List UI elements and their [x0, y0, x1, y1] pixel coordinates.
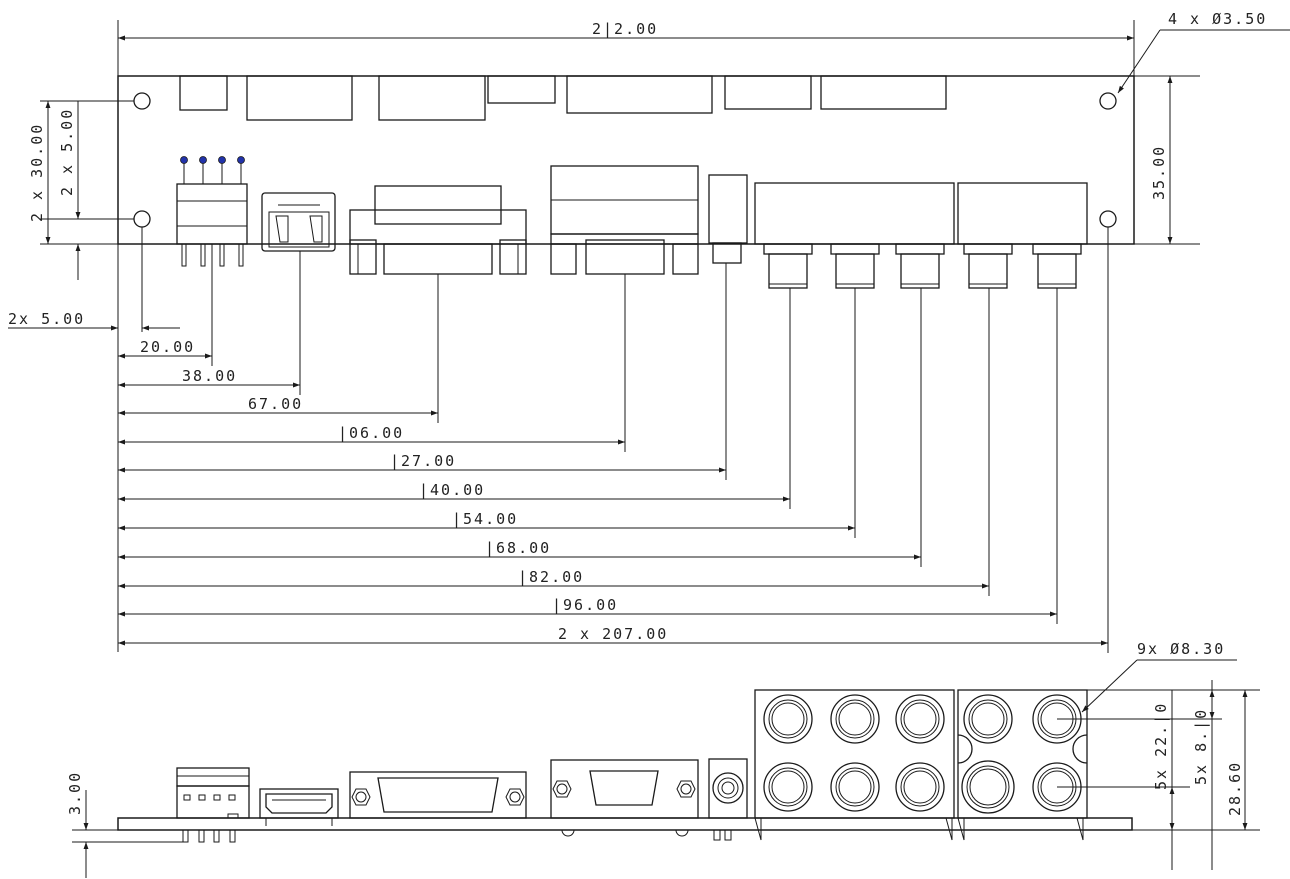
dim-pos-106: |06.00 [338, 424, 404, 442]
pin-header-front [176, 767, 250, 843]
rca-jack-front-1 [763, 694, 813, 744]
dim-pos-168: |68.00 [485, 539, 551, 557]
dim-rca-row-lower: 5x 22.|0 [1152, 702, 1170, 790]
mount-hole-top-left [133, 92, 151, 110]
rca-jack-front-8 [895, 762, 945, 812]
chain-dim-pos-182: |82.00 [118, 288, 990, 596]
db25-connector-top [349, 185, 527, 275]
front-dimension-lines: 9x Ø8.30 28.60 5x 8.|0 5x 22.|0 3.00 [66, 640, 1260, 878]
header-pin-tip-2 [199, 156, 207, 164]
dim-pos-207: 2 x 207.00 [558, 625, 668, 643]
pin-header-top [176, 156, 248, 267]
rca-jack-top-3 [895, 243, 945, 289]
rca-block-left-top [754, 182, 955, 245]
chain-dim-pos-196: |96.00 [118, 288, 1058, 624]
rca-block-left-front [754, 689, 955, 841]
header-pin-tip-4 [237, 156, 245, 164]
chain-dim-pos-127: |27.00 [118, 263, 727, 480]
rca-jack-front-7 [830, 762, 880, 812]
chain-dim-pos-207: 2 x 207.00 [118, 227, 1109, 653]
chain-dim-pos-168: |68.00 [118, 288, 922, 567]
header-pin-tip-3 [218, 156, 226, 164]
mount-hole-bottom-left [133, 210, 151, 228]
dim-rca-row-upper: 5x 8.|0 [1192, 708, 1210, 785]
top-edge-components [179, 75, 947, 121]
top-view [117, 75, 1135, 289]
header-pin-leg-2 [200, 243, 206, 267]
chain-dim-pos-67: 67.00 [118, 274, 439, 423]
rca-jack-top-2 [830, 243, 880, 289]
dim-pos-182: |82.00 [518, 568, 584, 586]
db9-connector-front [550, 759, 699, 837]
dim-pos-154: |54.00 [452, 510, 518, 528]
chain-dim-pos-140: |40.00 [118, 288, 791, 509]
rca-block-right-front [957, 689, 1088, 841]
chain-dim-pos-154: |54.00 [118, 288, 856, 538]
chain-dim-pos-20: 20.00 [118, 244, 213, 366]
mount-hole-top-right [1099, 92, 1117, 110]
rca-jack-front-6 [763, 762, 813, 812]
rca-jack-front-2 [830, 694, 880, 744]
audio-jack-top [708, 174, 748, 264]
hdmi-connector-front [259, 788, 339, 826]
pcb-outline-front [117, 817, 1133, 831]
header-pin-leg-3 [219, 243, 225, 267]
header-pin-leg-4 [238, 243, 244, 267]
audio-jack-front [708, 758, 748, 841]
dim-pos-196: |96.00 [552, 596, 618, 614]
dim-rca-diameter: 9x Ø8.30 [1137, 640, 1225, 658]
rca-jack-front-4 [963, 694, 1013, 744]
chain-dim-pos-38: 38.00 [118, 251, 301, 395]
rca-jack-top-4 [963, 243, 1013, 289]
rca-jack-top-5 [1032, 243, 1082, 289]
db9-connector-top [550, 165, 699, 275]
hdmi-connector-top [261, 192, 336, 252]
dimension-lines: 2|2.00 4 x Ø3.50 35.00 2 x 30.00 2 x 5.0… [8, 10, 1290, 653]
dim-horizontal-offset: 2x 5.00 [8, 310, 85, 328]
dim-pos-140: |40.00 [419, 481, 485, 499]
header-pin-leg-1 [181, 243, 187, 267]
dim-pos-67: 67.00 [248, 395, 303, 413]
dim-board-height: 35.00 [1150, 145, 1168, 200]
rca-jack-top-1 [763, 243, 813, 289]
dim-pos-38: 38.00 [182, 367, 237, 385]
dim-pcb-thickness: 3.00 [66, 771, 84, 815]
header-pin-tip-1 [180, 156, 188, 164]
db25-connector-front [349, 771, 527, 819]
dim-vertical-span: 2 x 30.00 [28, 123, 46, 222]
rca-jack-front-3 [895, 694, 945, 744]
pcb-outline-top [117, 75, 1135, 245]
dim-pos-127: |27.00 [390, 452, 456, 470]
rca-jack-front-9 [961, 760, 1015, 814]
dim-front-height: 28.60 [1226, 761, 1244, 816]
dim-pos-20: 20.00 [140, 338, 195, 356]
chain-dim-pos-106: |06.00 [118, 274, 626, 452]
rca-block-right-top [957, 182, 1088, 245]
dim-mount-holes: 4 x Ø3.50 [1168, 10, 1267, 28]
front-view [117, 689, 1133, 843]
mount-hole-bottom-right [1099, 210, 1117, 228]
dim-vertical-offset: 2 x 5.00 [58, 108, 76, 196]
dim-overall-width: 2|2.00 [592, 20, 658, 38]
